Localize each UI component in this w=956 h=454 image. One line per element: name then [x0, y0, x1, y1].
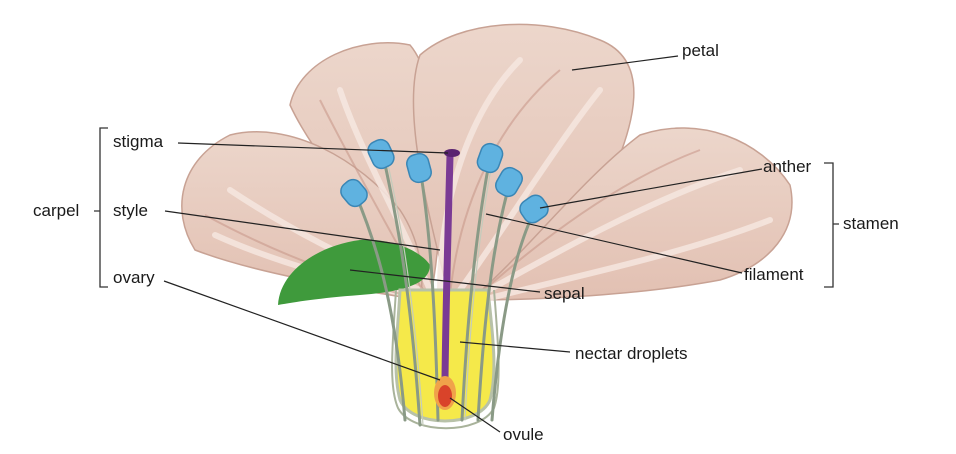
- style-label: style: [113, 201, 148, 220]
- carpel-bracket: [94, 127, 108, 288]
- pistil: [441, 149, 460, 382]
- filaments: [353, 153, 537, 427]
- ovule-label: ovule: [503, 425, 544, 444]
- filament-label: filament: [744, 265, 804, 284]
- ovule: [434, 376, 456, 410]
- anther-label: anther: [763, 157, 812, 176]
- anthers: [340, 138, 549, 224]
- leader-lines: [163, 55, 763, 433]
- carpel-label: carpel: [33, 201, 80, 220]
- ovary-label: ovary: [113, 268, 155, 287]
- sepal: [278, 239, 430, 305]
- nectar-droplets-label: nectar droplets: [575, 344, 688, 363]
- stigma-label: stigma: [113, 132, 164, 151]
- stamen-bracket: [824, 162, 839, 288]
- stamen-label: stamen: [843, 214, 899, 233]
- sepal-label: sepal: [544, 284, 585, 303]
- petal-label: petal: [682, 41, 719, 60]
